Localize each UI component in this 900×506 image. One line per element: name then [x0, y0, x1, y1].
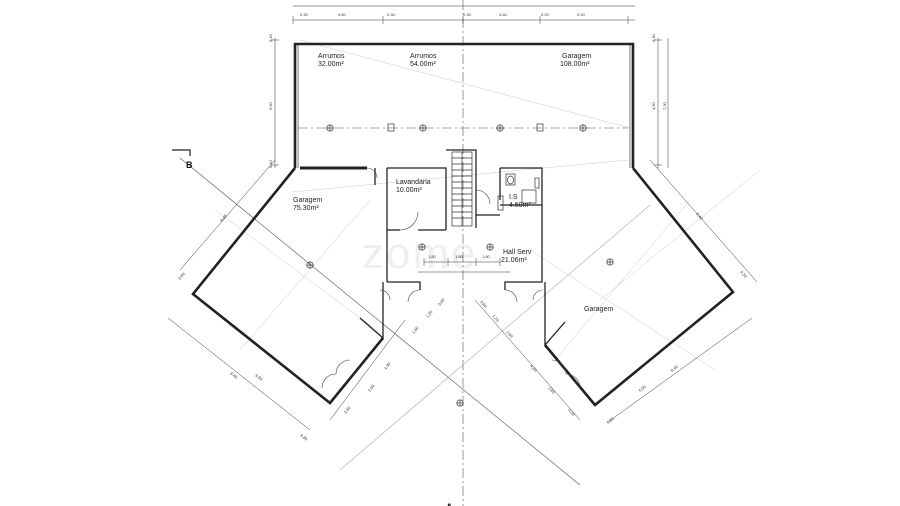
reference-lines: [179, 0, 761, 506]
dim-center-left-0: 0,60: [437, 297, 446, 307]
dim-center-right-5: 3,50: [567, 407, 576, 417]
watermark: zome: [362, 229, 478, 278]
room-hall-serv-name: Hall Serv: [503, 249, 532, 256]
dim-right-0: 0,30: [651, 33, 656, 42]
dim-right-wing-3: 6,50: [638, 384, 648, 393]
dim-right-wing-2: 8,40: [670, 364, 680, 373]
dim-left-0: 0,30: [268, 33, 273, 42]
dim-left-wing-1: 0,80: [177, 271, 186, 281]
staircase: [451, 151, 473, 227]
sanitary-fixtures: [497, 173, 540, 211]
room-arrumos-2-area: 54.00m²: [410, 61, 436, 68]
dim-right-2: 7,30: [662, 101, 667, 110]
section-marker-a: A: [446, 502, 453, 506]
dim-center-left-2: 1,60: [411, 325, 420, 335]
dim-center-left-4: 2,60: [367, 383, 376, 393]
room-garagem-right-name: Garagem: [584, 306, 613, 313]
room-lavandaria-name: Lavandaria: [396, 179, 431, 186]
dim-right-wing-4: 6,80: [606, 416, 616, 425]
dim-top-0: 0,30: [300, 12, 309, 17]
dimension-lines: [167, 5, 758, 431]
room-is-name: I.S: [509, 194, 518, 201]
room-lavandaria-area: 10.00m²: [396, 187, 422, 194]
dim-top-2: 0,30: [387, 12, 396, 17]
construction-lines: [214, 39, 716, 371]
light-fixtures: [306, 123, 614, 407]
dim-right-wing-0: 8,40: [695, 211, 704, 221]
dim-left-wing-3: 6,50: [254, 373, 264, 382]
dim-top-4: 4,60: [499, 12, 508, 17]
outer-walls: [191, 42, 735, 407]
dim-center-left-5: 3,50: [343, 405, 352, 415]
dim-hall-2: 1,80: [482, 254, 491, 259]
dim-top-6: 0,20: [577, 12, 586, 17]
dim-left-1: 5,60: [268, 101, 273, 110]
room-arrumos-2-name: Arrumos: [410, 53, 437, 60]
doors: [321, 167, 581, 389]
inner-walls: [297, 44, 631, 347]
dim-center-left-1: 1,20: [425, 309, 434, 319]
room-arrumos-1-name: Arrumos: [318, 53, 345, 60]
dim-top-3: 0,30: [463, 12, 472, 17]
room-hall-serv-area: 21.06m²: [501, 257, 527, 264]
section-marker-b: B: [172, 149, 193, 170]
room-is-area: 4.50m²: [509, 202, 531, 209]
dim-right-wing-1: 0,30: [739, 269, 748, 279]
section-label-b: B: [186, 160, 193, 170]
dim-hall-0: 1,80: [428, 254, 437, 259]
dim-center-right-3: 4,30: [529, 363, 538, 373]
section-label-a: A: [446, 502, 453, 506]
dim-center-right-2: 1,60: [505, 329, 514, 339]
dim-right-1: 4,60: [651, 101, 656, 110]
dim-center-right-0: 0,60: [479, 299, 488, 309]
dim-left-2: 0,10: [268, 159, 273, 168]
dim-left-wing-0: 8,40: [219, 213, 228, 223]
dim-hall-1: 1,60: [455, 254, 464, 259]
room-garagem-top-area: 108.00m²: [560, 61, 590, 68]
dim-center-right-4: 2,60: [547, 385, 556, 395]
dim-left-wing-2: 8,40: [229, 371, 239, 380]
room-garagem-left-area: 75.30m²: [293, 205, 319, 212]
room-garagem-top-name: Garagem: [562, 53, 591, 60]
dim-top-1: 4,60: [338, 12, 347, 17]
dim-center-right-1: 1,20: [491, 313, 500, 323]
dim-left-wing-4: 6,80: [299, 433, 309, 442]
dim-center-left-3: 4,30: [383, 361, 392, 371]
room-garagem-left-name: Garagem: [293, 197, 322, 204]
dim-top-5: 0,20: [541, 12, 550, 17]
room-arrumos-1-area: 32.00m²: [318, 61, 344, 68]
